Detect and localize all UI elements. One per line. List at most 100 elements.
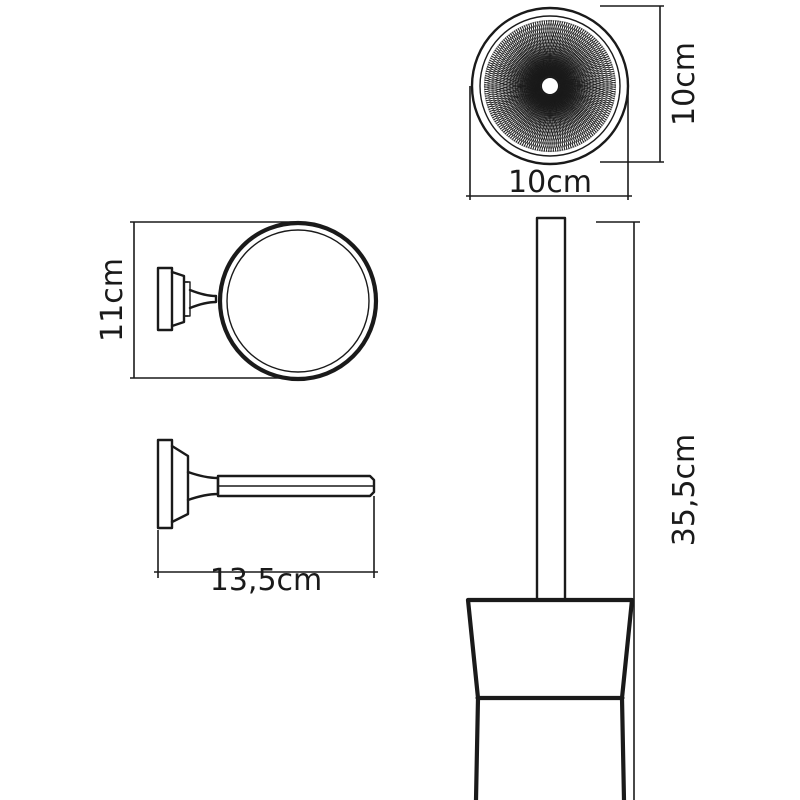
bristle-strand [554,20,559,78]
bristle-strand [488,62,544,79]
bristle-strand [559,35,594,84]
bristle-strand [483,78,542,84]
bristle-strand [526,92,543,148]
bristle-strand [554,94,607,120]
bristle-strand [507,34,549,77]
bristle-strand [501,41,548,77]
bristle-strand [483,79,542,86]
bristle-strand [557,24,576,81]
bristle-strand [549,95,581,145]
label-overall-height: 35,5cm [667,434,702,547]
bristle-strand [558,83,617,92]
bristle-strand [559,43,602,85]
bristle-strand [559,70,615,90]
bristle-strand [506,88,541,137]
bristle-strand [491,85,541,117]
bristle-strand [533,92,544,150]
bristle-strand [556,20,562,79]
bristle-strand [558,79,616,91]
wall-plate-bevel [170,270,186,328]
bristle-strand [558,25,578,81]
bristle-strand [538,20,555,77]
bristle-strand [498,87,541,129]
bristle-strand [528,92,543,149]
bristle-strand [523,25,552,77]
bristle-strand [555,20,560,79]
bristle-strand [556,92,614,103]
bristle-strand [494,86,541,123]
bristle-strand [546,95,568,150]
bristle-strand [538,93,544,152]
wall-holder-front-view [156,220,379,382]
bristle-strand [504,37,549,77]
bristle-strand [488,83,541,111]
bristle-strand [506,36,549,77]
bristle-strand [558,86,617,93]
bristle-strand [559,32,590,83]
bristle-strand [559,47,604,86]
brush-handle [535,216,567,602]
bristle-strand [559,37,595,84]
bristle-strand [557,92,615,101]
bristle-strand [525,24,553,77]
bristle-strand [508,89,541,138]
bristle-strand [535,93,544,151]
brush-and-cup-side-view [465,216,635,800]
bristle-strand [555,93,612,112]
bristle-strand [484,80,542,91]
bristle-strand [484,77,542,82]
bristle-strand [548,95,577,147]
bristle-strand [558,90,616,95]
bristle-strand [558,26,580,81]
bristle-strand [547,95,575,148]
bristle-strand [541,94,546,152]
bristle-strand [556,21,563,79]
bristle-strand [558,31,588,83]
bristle-strand [485,82,541,102]
side-holder-neck [186,470,220,502]
bristle-strand [556,21,565,79]
bristle-strand [557,23,572,80]
bristle-strand [549,95,585,143]
bristle-strand [517,28,551,77]
bristle-strand [522,91,542,147]
bristle-strand [483,80,542,89]
bristle-strand [545,94,557,152]
bristle-strand [498,44,547,77]
bristle-strand [559,68,614,90]
bristle-strand [500,87,541,130]
bristle-strand [559,65,614,89]
bristle-strand [547,19,556,78]
bristle-strand [559,51,607,87]
bristle-strand [486,66,544,79]
bristle-strand [524,91,543,148]
bristle-strand [489,84,541,113]
bristle-strand [537,93,544,151]
dimension-holder-depth: 13,5cm [154,496,378,598]
dimension-cup-height: 10cm [600,5,702,163]
bristle-strand [551,95,594,136]
bristle-strand [550,95,589,140]
bristle-strand [557,92,615,99]
bristle-strand [485,82,541,100]
bristle-strand [557,92,616,98]
bristle-strand [520,91,542,146]
bristle-strand [548,95,579,146]
bristle-strand [545,95,559,152]
bristle-strand [519,27,551,77]
bristle-strand [486,69,544,80]
bristle-strand [529,22,553,77]
bristle-strand [516,90,542,143]
bristle-strand [505,88,541,135]
bristle-strand [556,93,613,108]
bristle-strand [559,57,610,88]
bristle-strand [490,84,541,115]
bristle-strand [552,19,558,78]
bristle-strand [546,95,566,151]
bristle-strand [485,71,543,80]
bristle-strand [552,95,599,131]
bristle-strand [559,45,603,86]
bristle-strand [550,95,587,142]
bristle-strand [555,94,610,116]
bristle-strand [559,42,600,85]
